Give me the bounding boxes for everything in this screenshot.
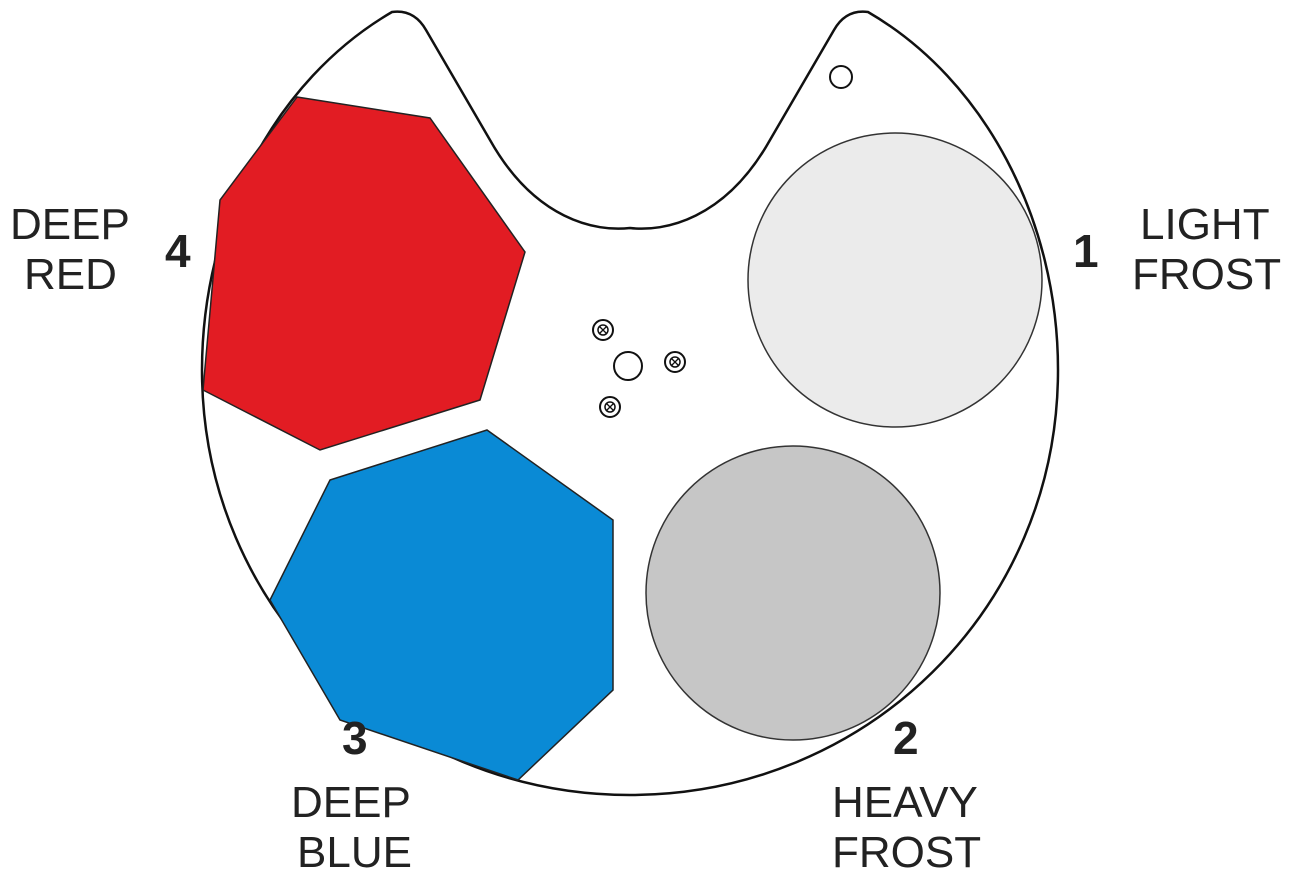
screw-icon [664,351,686,373]
center-hole [613,351,643,381]
slot-label-1-line-2: FROST [1132,250,1282,299]
slot-number-2: 2 [893,712,919,764]
slot-label-2-line-2: FROST [832,828,982,877]
filter-deep-blue [269,429,614,781]
index-hole [829,65,853,89]
screw-icon [599,396,621,418]
slot-label-4: DEEP RED [10,200,130,300]
slot-label-3-line-2: BLUE [297,828,412,877]
slot-label-2-line-1: HEAVY [832,778,978,827]
slot-label-4-line-1: DEEP [10,200,130,249]
filter-deep-red [202,96,526,451]
slot-label-1-line-1: LIGHT [1140,200,1270,249]
filter-light-frost [747,132,1043,428]
slot-label-4-line-2: RED [24,250,117,299]
slot-label-3-line-1: DEEP [291,778,411,827]
slot-label-1: LIGHT FROST [1132,200,1281,300]
screw-icon [592,319,614,341]
slot-number-4: 4 [165,225,191,277]
slot-number-1: 1 [1073,225,1099,277]
filter-heavy-frost [645,445,941,741]
slot-label-3: DEEP BLUE [291,778,412,878]
slot-label-2: HEAVY FROST [832,778,981,878]
slot-number-3: 3 [342,712,368,764]
